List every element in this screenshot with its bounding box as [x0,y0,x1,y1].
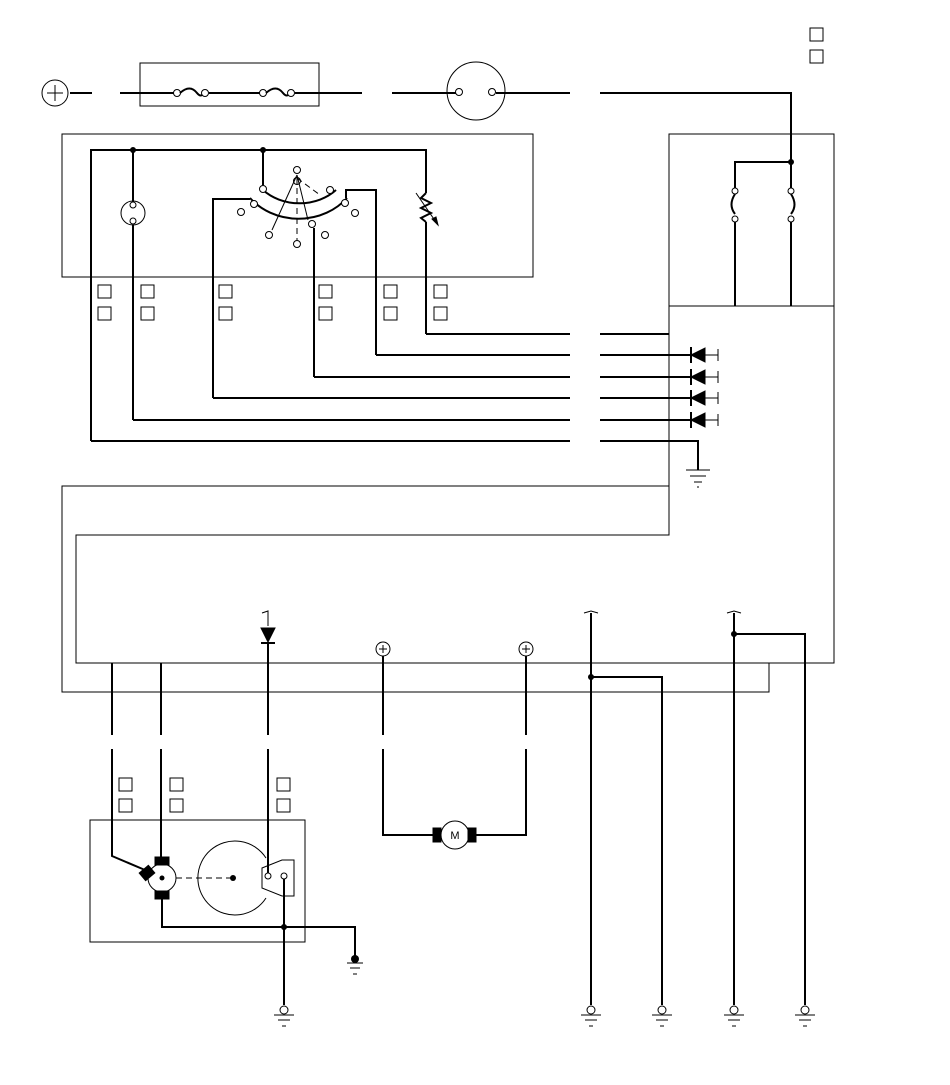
wiper-switch-module [61,133,534,278]
diode-1 [689,347,719,363]
diode-4 [689,412,719,428]
battery-positive-symbol [41,79,69,107]
fuse-box [120,62,362,107]
diode-2 [689,369,719,385]
park-connector-squares [118,777,291,813]
control-unit-box [61,305,835,693]
ground-drop-wires [590,963,806,1005]
ground-symbol-662 [652,1005,672,1027]
switch-bus-wires [91,333,699,470]
ground-symbol-805 [795,1005,815,1027]
motor-label: M [450,830,459,842]
park-switch-module [89,749,356,1005]
legend-squares [809,27,824,64]
diode-3 [689,390,719,406]
supply-wire-right [600,92,792,162]
variable-resistor [415,192,439,334]
ground-symbol-284 [274,1005,294,1027]
wiper-motor-circuit: M [382,749,527,850]
control-unit-terminals [111,610,806,963]
ground-symbol-734 [724,1005,744,1027]
rotary-selector-switch [212,166,377,398]
ground-symbol-591 [581,1005,601,1027]
switch-connector-squares [97,284,448,321]
ground-symbol-diode [686,469,710,488]
ignition-connector [392,61,570,121]
diode-array [689,347,719,428]
switch-internal-wiring [90,147,427,441]
ground-symbol-park [347,955,363,975]
relay-module [668,133,835,307]
